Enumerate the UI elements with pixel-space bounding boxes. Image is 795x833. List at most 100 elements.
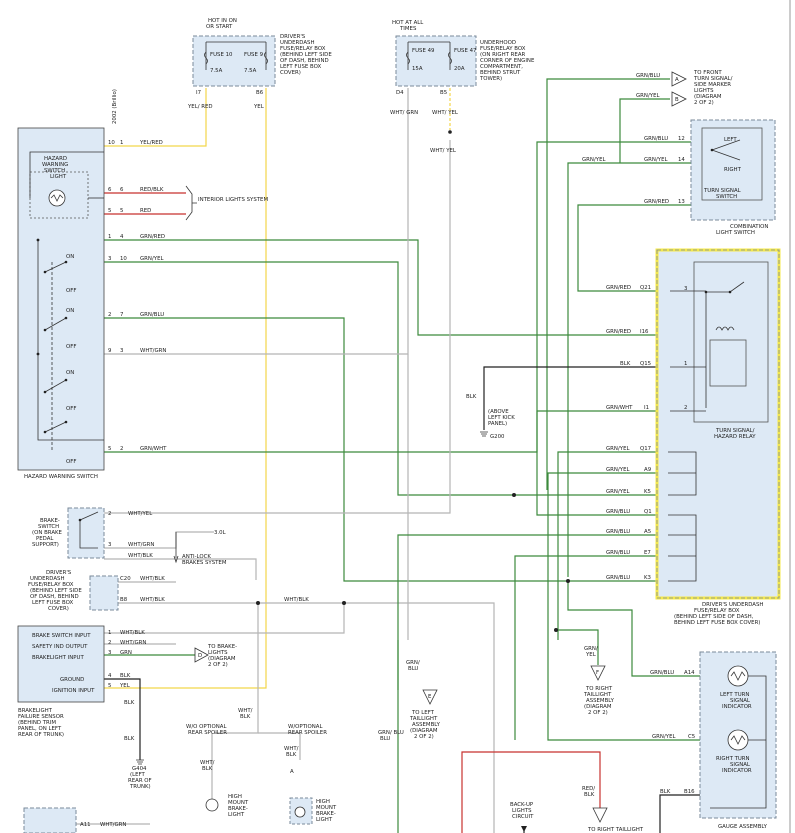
gauge-pin-b16: B16	[684, 789, 695, 795]
brake-pin-3: 3	[108, 542, 111, 548]
wire-ts-grn-red	[577, 204, 691, 292]
hazard-light-lead	[29, 151, 104, 198]
wire-label: RED/BLK	[140, 187, 164, 193]
relay-inner-box	[693, 261, 769, 423]
g404-ground-icon	[136, 759, 144, 765]
hm-lamp-right-icon	[294, 806, 306, 818]
wire-label-wht-yel: WHT/ YEL	[432, 110, 458, 116]
interior-lights-label: INTERIOR LIGHTS SYSTEM	[198, 197, 268, 203]
wire-label-wht-grn: WHT/ GRN	[390, 110, 418, 116]
pin-num: 4	[120, 234, 124, 240]
bottom-left-box	[23, 807, 77, 833]
backup-arrow-icon	[521, 826, 527, 832]
ts-wire-2: GRN/YEL	[644, 157, 667, 163]
left-indicator-filament	[730, 671, 746, 681]
wire-label-wht-yel-2: WHT/ YEL	[430, 148, 456, 154]
wire-ts-grn-blu	[536, 141, 691, 516]
wire-relay-gnd	[483, 366, 658, 430]
svg-text:I1: I1	[644, 405, 649, 411]
interior-bracket-icon	[185, 185, 197, 221]
wire-label-yel-red: YEL/ RED	[187, 104, 213, 110]
right-indicator-filament	[730, 735, 746, 745]
svg-text:2: 2	[108, 640, 111, 646]
front-marker-a: A	[675, 77, 679, 83]
wire-label: GRN/BLU	[140, 312, 164, 318]
pin-label: 10	[108, 140, 115, 146]
junction-dot	[342, 601, 346, 605]
fuse-47-icon	[448, 51, 452, 65]
grn-blu-vertical-1: GRN/ BLU	[378, 730, 404, 736]
svg-text:BRAKE SWITCH INPUT: BRAKE SWITCH INPUT	[32, 633, 91, 639]
svg-text:GRN/BLU: GRN/BLU	[606, 529, 630, 535]
hazard-common-bus	[37, 240, 104, 441]
fuse-box-1-bus	[205, 41, 267, 70]
pin-label: 1	[108, 234, 111, 240]
wire-front-grn-yel	[619, 98, 670, 163]
front-marker-b: B	[675, 97, 679, 103]
hazard-switch-arm-3	[44, 379, 67, 393]
right-tail-marker-icon	[590, 665, 606, 681]
junction-dot	[512, 493, 516, 497]
fuse-10-amp: 7.5A	[210, 68, 223, 74]
wire-e7	[514, 555, 658, 740]
small-pin-c20: C20	[120, 576, 131, 582]
bottom-wire-label: WHT/GRN	[100, 822, 126, 828]
hazard-model-note: 2002 (Brillio)	[112, 89, 118, 124]
gauge-title: GAUGE ASSEMBLY	[718, 824, 768, 830]
front-marker-b-icon	[671, 91, 687, 107]
spoiler-marker: A	[290, 769, 294, 775]
pin-label: 5	[108, 208, 111, 214]
hazard-switch-arm-2	[44, 317, 67, 331]
fuse-pin-b6: B6	[256, 90, 264, 96]
brake-switch-contact-icon	[79, 511, 99, 549]
fuse-47-amp: 20A	[454, 66, 465, 72]
svg-text:WHT/GRN: WHT/GRN	[120, 640, 146, 646]
svg-text:I16: I16	[640, 329, 649, 335]
wire-yel-ignition	[104, 88, 267, 689]
wire-spoiler-right	[258, 732, 301, 760]
relay-inner-pin-3: 3	[684, 286, 687, 292]
svg-text:GRN/YEL: GRN/YEL	[606, 467, 629, 473]
svg-text:GRN/BLU: GRN/BLU	[606, 509, 630, 515]
brake-switch-box	[67, 507, 105, 559]
svg-text:BLK: BLK	[620, 361, 631, 367]
wire-label-yel: YEL	[253, 104, 264, 110]
svg-text:GRN/YEL: GRN/YEL	[606, 446, 629, 452]
hazard-switch-arm-4	[44, 421, 67, 433]
fuse-49-icon	[406, 51, 410, 65]
small-pin-b8: B8	[120, 597, 128, 603]
relay-coil-box	[709, 339, 747, 387]
small-wire-2: WHT/BLK	[140, 597, 165, 603]
mid-wire-label: WHT/BLK	[284, 597, 309, 603]
wire-sensor-gnd	[104, 678, 141, 760]
right-tail-2-marker-icon	[592, 807, 608, 823]
pin-label: 6	[108, 187, 112, 193]
fuse-9-icon	[264, 51, 268, 65]
junction-dot	[554, 628, 558, 632]
left-tail-marker-icon	[422, 689, 438, 705]
ts-pin-13: 13	[678, 199, 685, 205]
gauge-wire-1: GRN/BLU	[650, 670, 674, 676]
svg-text:YEL: YEL	[119, 683, 130, 689]
ts-pin-14: 14	[678, 157, 685, 163]
svg-text:BLK: BLK	[120, 673, 131, 679]
wire-ts-grn-yel	[567, 162, 691, 577]
hazard-off-4: OFF	[66, 459, 76, 465]
ts-wire-3: GRN/RED	[644, 199, 669, 205]
svg-text:K5: K5	[644, 489, 651, 495]
to-brake-marker-icon	[194, 647, 209, 663]
pin-label: 3	[108, 256, 111, 262]
turn-left-label: LEFT	[724, 137, 737, 143]
wire-grn-yel-3	[104, 261, 658, 496]
